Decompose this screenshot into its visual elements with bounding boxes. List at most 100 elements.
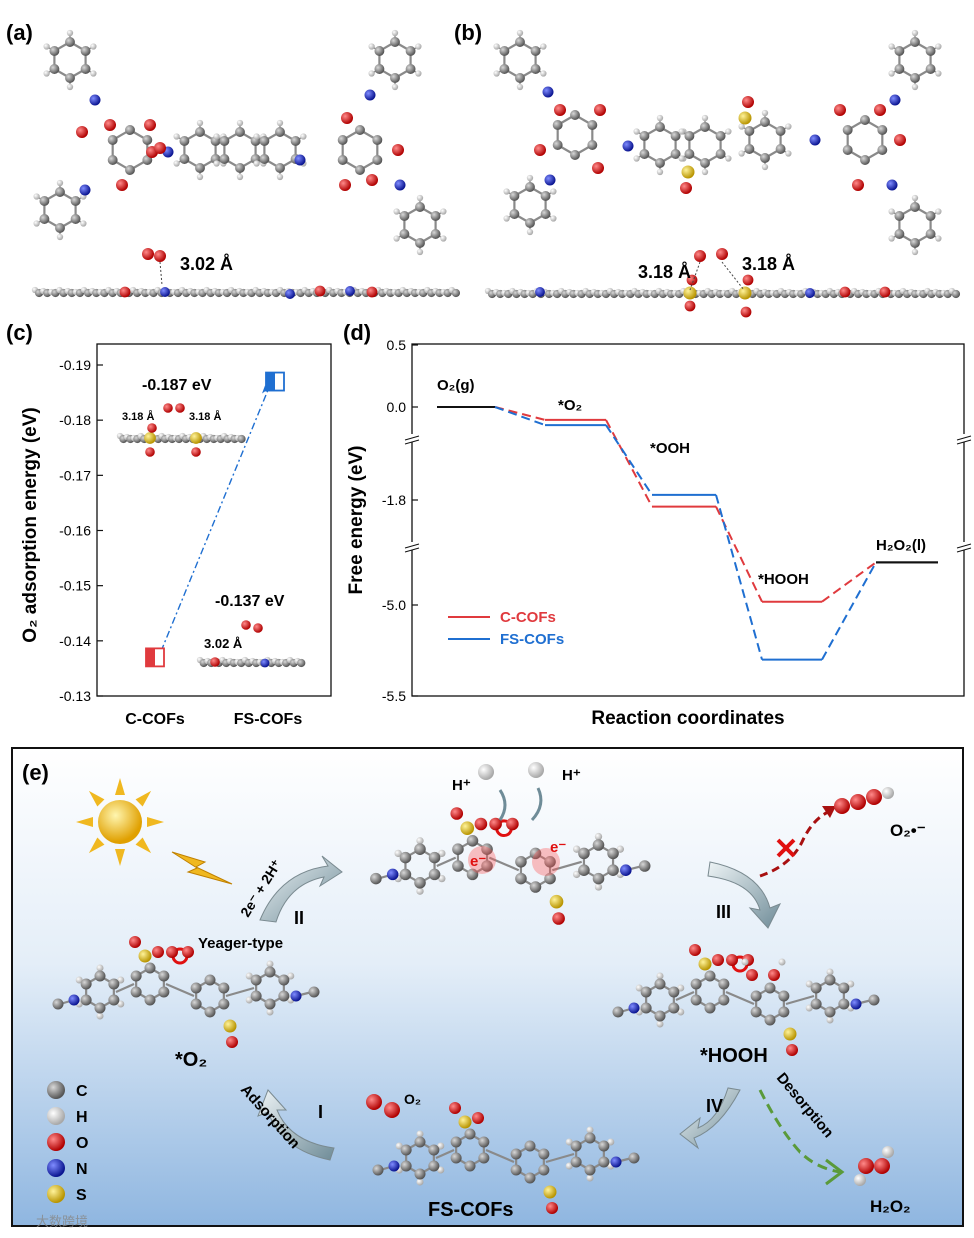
atom-o — [489, 817, 502, 831]
atom-s — [458, 1115, 472, 1129]
legend-atom-label: N — [76, 1161, 88, 1178]
atom-h — [368, 43, 375, 50]
atom-o — [163, 403, 173, 413]
arrow-head-desorption — [825, 1158, 845, 1186]
panel-b-distance-right: 3.18 Å — [742, 254, 795, 274]
atom-h — [725, 155, 732, 162]
atom-c — [94, 970, 106, 982]
atom-c — [607, 864, 619, 876]
atom-h — [415, 43, 422, 50]
atom-o — [142, 248, 154, 260]
atom-c — [250, 974, 262, 986]
atom-c — [760, 117, 770, 127]
atom-h — [935, 235, 942, 242]
atom-c — [337, 155, 348, 165]
atom-h — [276, 119, 284, 127]
atom-h — [935, 70, 942, 77]
atom-o — [689, 944, 701, 956]
atom-c — [179, 154, 190, 164]
atom-h — [785, 123, 792, 130]
atom-h — [395, 1142, 403, 1150]
bond — [485, 1148, 515, 1164]
panel-c-y-tick-label: -0.16 — [59, 523, 91, 539]
atom-o — [894, 134, 906, 146]
panel-a: (a) 3.02 Å — [6, 20, 461, 299]
atom-h — [117, 976, 125, 984]
atom-c — [654, 978, 666, 990]
atom-c — [544, 872, 556, 885]
adsorbed-o2 — [166, 946, 194, 965]
atom-h — [677, 984, 685, 992]
atom-c — [464, 1128, 476, 1140]
bond — [488, 856, 520, 872]
atom-c — [538, 1164, 550, 1176]
atom-c — [509, 191, 520, 201]
bond — [545, 1152, 575, 1164]
atom-c — [764, 1014, 776, 1026]
bond — [115, 982, 135, 994]
atom-o — [116, 179, 128, 191]
atom-c — [700, 122, 710, 132]
atom-c — [108, 978, 120, 990]
atom-h — [888, 235, 895, 242]
atom-c — [860, 115, 870, 125]
panel-d-y-tick-label: -5.0 — [382, 597, 406, 613]
atom-h — [826, 1016, 834, 1024]
atom-s — [549, 894, 564, 909]
atom-h — [503, 215, 510, 222]
atom-c — [925, 211, 936, 221]
atom-c — [264, 998, 276, 1010]
atom-c — [824, 1006, 836, 1018]
atom-c — [52, 998, 64, 1010]
atom-h — [43, 43, 50, 50]
atom-h — [253, 160, 260, 167]
atom-c — [718, 994, 730, 1006]
structure-fs-cofs — [372, 1102, 640, 1214]
atom-h — [656, 168, 664, 176]
atom-h — [540, 43, 547, 50]
atom-c — [638, 860, 651, 872]
atom-c — [430, 211, 441, 221]
atom-c — [399, 229, 410, 239]
atom-c — [481, 843, 493, 855]
atom-c — [894, 64, 905, 74]
atom-o — [874, 104, 886, 116]
atom-h — [236, 173, 244, 181]
sun-ray — [135, 790, 152, 807]
atom-o — [506, 817, 519, 831]
atom-h — [75, 976, 83, 984]
atom-c — [584, 1132, 596, 1144]
atom-h — [847, 980, 855, 988]
atom-o — [680, 182, 692, 194]
atom-n — [610, 1156, 622, 1168]
atom-o — [392, 144, 404, 156]
panel-c-inset-fs-energy: -0.187 eV — [142, 377, 212, 394]
panel-d-y-tick-label: -1.8 — [382, 492, 406, 508]
atom-h — [493, 43, 500, 50]
atom-h — [701, 114, 709, 122]
arrow-desorption — [758, 1089, 841, 1174]
label-h-plus-left: H⁺ — [452, 777, 471, 794]
superoxide-molecule — [834, 787, 894, 814]
atom-c — [297, 658, 306, 668]
panel-c-inset-fs-structure — [116, 403, 246, 457]
atom-o — [210, 657, 220, 667]
atom-c — [414, 1168, 426, 1180]
atom-o — [154, 142, 166, 154]
atom-c — [598, 1140, 610, 1152]
panel-d-y-ticks: 0.50.0-1.8-5.0-5.5 — [382, 337, 418, 704]
atom-c — [70, 214, 81, 224]
atom-c — [219, 136, 230, 146]
atom-h — [778, 958, 786, 966]
atom-h — [805, 980, 813, 988]
atom-c — [654, 1010, 666, 1022]
atom-c — [39, 196, 50, 206]
atom-o — [339, 179, 351, 191]
atom-c — [390, 73, 400, 83]
atom-o — [594, 104, 606, 116]
panel-b-side-view — [484, 248, 961, 318]
panel-c-y-axis-label: O₂ adsorption energy (eV) — [20, 407, 41, 642]
atom-c — [450, 1136, 462, 1148]
atom-c — [538, 1148, 550, 1160]
atom-c — [65, 37, 75, 47]
